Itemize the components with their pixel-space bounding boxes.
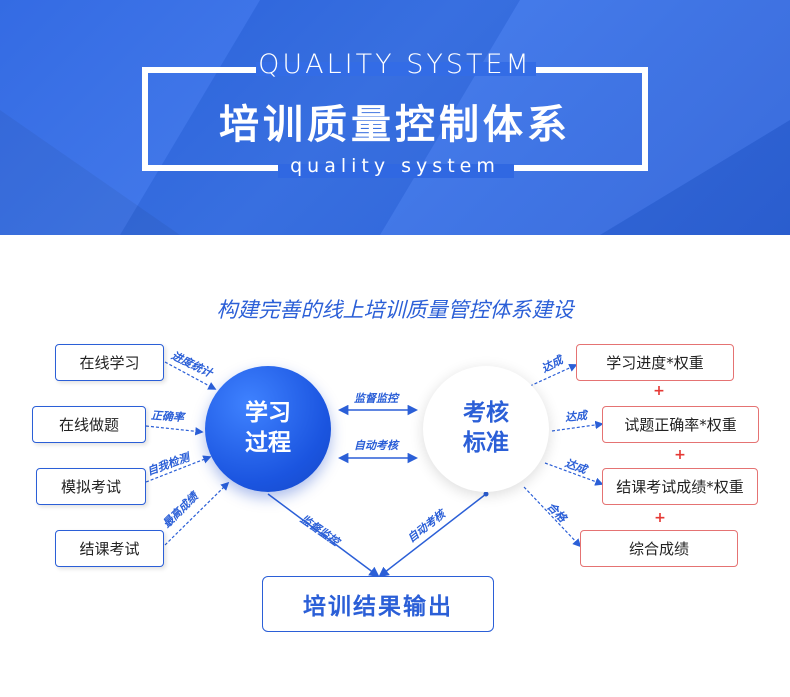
header-banner: QUALITY SYSTEM 培训质量控制体系 quality system <box>0 0 790 235</box>
indicator-box-progress-weight: 学习进度*权重 <box>576 344 734 381</box>
label-achieved-2: 达成 <box>564 408 588 425</box>
section-subtitle: 构建完善的线上培训质量管控体系建设 <box>216 298 574 322</box>
plus-sign-2: + <box>674 447 686 463</box>
assessment-standard-circle: 考核 标准 <box>423 366 549 492</box>
assessment-standard-line2: 标准 <box>463 430 509 456</box>
link-standard-to-score <box>544 462 604 486</box>
link-exercise-to-process <box>145 425 204 436</box>
banner-title-cn: 培训质量控制体系 <box>219 102 571 148</box>
indicator-box-accuracy-weight: 试题正确率*权重 <box>602 406 759 443</box>
input-box-mock-exam: 模拟考试 <box>36 468 146 505</box>
indicator-box-score-weight: 结课考试成绩*权重 <box>602 468 758 505</box>
banner-title-en: QUALITY SYSTEM <box>258 49 532 80</box>
link-standard-to-overall <box>523 486 582 548</box>
label-center-monitor: 监督监控 <box>354 392 398 405</box>
link-standard-to-accuracy <box>551 420 604 432</box>
training-result-output: 培训结果输出 <box>262 576 494 632</box>
link-study-to-process <box>164 361 217 390</box>
input-box-online-exercise: 在线做题 <box>32 406 146 443</box>
label-accuracy: 正确率 <box>150 408 185 425</box>
learning-process-line2: 过程 <box>245 430 291 456</box>
link-mock-to-process <box>145 455 212 483</box>
link-process-to-output <box>267 493 380 578</box>
input-box-final-exam: 结课考试 <box>55 530 164 567</box>
link-standard-to-progress <box>529 363 578 387</box>
banner-subtitle-en: quality system <box>290 155 500 177</box>
learning-process-line1: 学习 <box>245 400 291 427</box>
input-box-online-study: 在线学习 <box>55 344 164 381</box>
standard-anchor-dot <box>483 491 489 497</box>
label-center-auto-assess: 自动考核 <box>354 439 398 452</box>
assessment-standard-line1: 考核 <box>463 400 509 427</box>
frame-gap-top <box>256 62 536 76</box>
link-standard-to-output <box>378 493 487 578</box>
frame-gap-bottom <box>278 164 514 178</box>
learning-process-circle: 学习 过程 <box>205 366 331 492</box>
plus-sign-1: + <box>653 383 665 399</box>
indicator-box-overall-score: 综合成绩 <box>580 530 738 567</box>
plus-sign-3: + <box>654 510 666 526</box>
